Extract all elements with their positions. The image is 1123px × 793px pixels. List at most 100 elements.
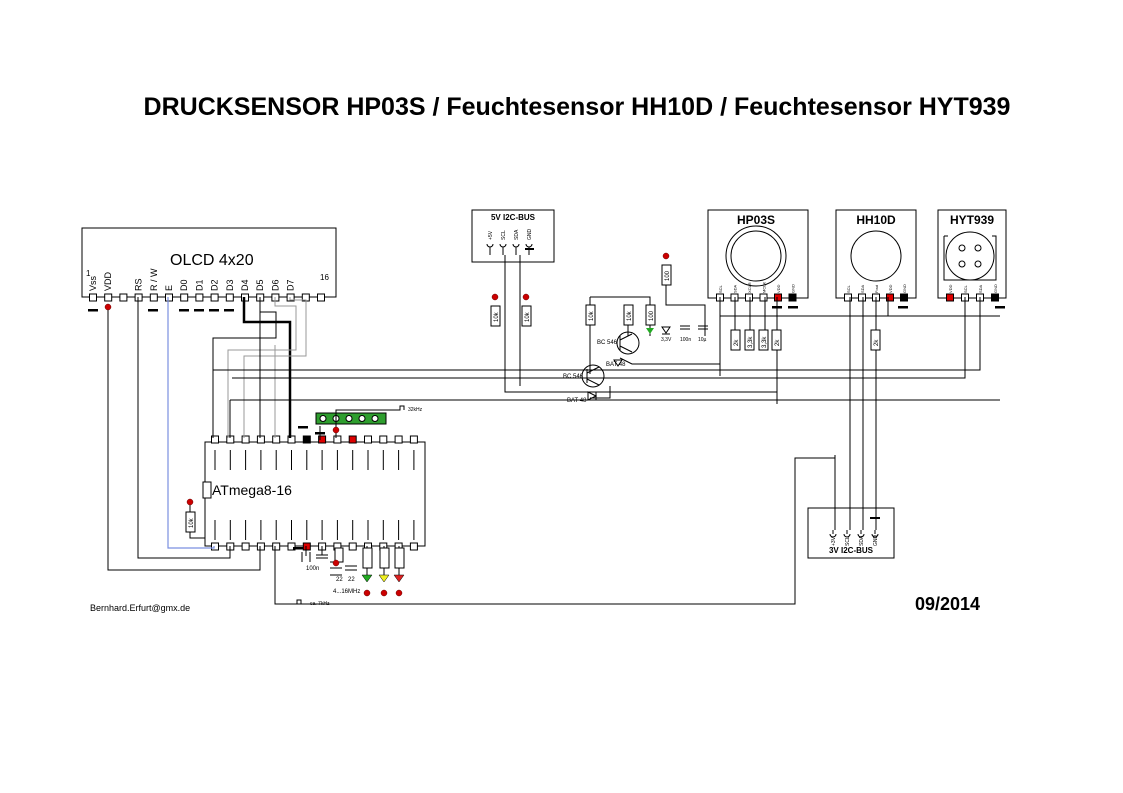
ground-marker <box>293 547 303 550</box>
mcu-pin-bottom <box>348 542 357 551</box>
mcu-pin-top <box>409 435 418 444</box>
mcu-pin-top <box>333 435 342 444</box>
cap-100n-mcu-label: 100n <box>306 566 319 572</box>
hp03s-title: HP03S <box>737 213 775 227</box>
hp03s-pin-label: MCLK <box>762 282 767 293</box>
hh10d-pin-label: SDA <box>860 284 865 293</box>
mcu-pin-bottom <box>409 542 418 551</box>
mcu-pin-bottom <box>287 542 296 551</box>
hh10d-pin-label: SCL <box>846 284 851 293</box>
diode-2-label: BAT 48 <box>567 398 587 404</box>
resistor-10k-mcu: 10k <box>189 517 195 528</box>
lcd-pin <box>317 293 325 302</box>
mcu-pin-bottom <box>302 542 311 551</box>
hp03s-pin <box>788 293 797 302</box>
resistor-2k-b: 2k <box>775 339 781 346</box>
lcd-pin <box>134 293 143 302</box>
hp03s-pin-label: XCLR <box>747 282 752 293</box>
hh10d-pin <box>886 293 894 302</box>
lcd-pin-label: D2 <box>210 279 220 291</box>
lcd-pin <box>89 293 97 302</box>
resistor-100: 100 <box>649 310 655 321</box>
lcd-pin <box>210 293 219 302</box>
mcu-pin-top <box>256 435 265 444</box>
hp03s-pin-label: GND <box>791 284 796 293</box>
ground-symbol <box>525 248 534 250</box>
hyt939-pin-label: SDA <box>978 284 983 293</box>
hp03s-pin <box>759 293 768 302</box>
vcc-marker <box>380 589 388 597</box>
bus3v-pin <box>857 530 865 538</box>
bus5v-pin-label: SDA <box>514 229 520 240</box>
ground-symbol <box>870 517 880 519</box>
bus5v-pin <box>512 243 520 255</box>
bus3v-pin-label: SCL <box>845 536 851 546</box>
bus5v-title: 5V I2C-BUS <box>491 213 536 222</box>
mcu-name: ATmega8-16 <box>212 482 292 498</box>
cap-22a-label: 22 <box>336 577 343 583</box>
hh10d-pin <box>900 293 908 302</box>
lcd-pin <box>104 293 113 302</box>
mcu-pin-top <box>364 435 372 444</box>
resistors: 10k 10k 10k 10k 100 100 2k 3,3k 3,3k 2k … <box>185 264 881 575</box>
ground-marker <box>179 309 189 312</box>
hp03s-pin <box>774 293 782 302</box>
cap-22b-label: 22 <box>348 577 355 583</box>
hh10d-pin-label: GND <box>902 284 907 293</box>
vcc-marker <box>332 426 340 434</box>
resistor-10k-c: 10k <box>589 310 595 321</box>
hp03s-pin-label: SDA <box>733 284 738 293</box>
hp03s-pin-label: SCL <box>718 284 723 293</box>
lcd-pin-label: D5 <box>255 279 265 291</box>
author-email: Bernhard.Erfurt@gmx.de <box>90 603 190 613</box>
mcu-pin-top <box>302 435 311 444</box>
resistor-10k-b: 10k <box>525 311 531 322</box>
vcc-marker <box>522 293 530 301</box>
lcd-pin <box>149 293 158 302</box>
resistor-10k-a: 10k <box>494 311 500 322</box>
diagram-title: DRUCKSENSOR HP03S / Feuchtesensor HH10D … <box>144 93 1011 121</box>
bus3v-pin <box>829 530 837 538</box>
vcc-marker <box>332 559 340 567</box>
hh10d-pin-label: Fout <box>874 284 879 293</box>
atmega8-mcu: ATmega8-16 <box>202 435 426 551</box>
mcu-pin-top <box>211 435 219 444</box>
ground-marker <box>315 432 325 435</box>
bus5v-pin-label: SCL <box>501 230 507 240</box>
bus3v-pin-label: +3V <box>831 536 837 546</box>
ground-marker <box>995 306 1005 309</box>
capacitors: 3,3V 100n 10µ 100n 22 22 4...16MHz <box>301 325 708 595</box>
mcu-pin-top <box>318 435 327 444</box>
lcd-pin-label: D4 <box>240 279 250 291</box>
ground-marker <box>898 306 908 309</box>
clock-32khz-label: 32kHz <box>408 407 423 413</box>
hyt939-pin <box>946 293 954 302</box>
ground-marker <box>298 426 308 429</box>
transistor-2-label: BC 546 <box>563 374 584 380</box>
vcc-marker <box>662 252 670 260</box>
crystal-label: 4...16MHz <box>333 589 360 595</box>
lcd-pin-label: D6 <box>270 279 280 291</box>
diode-1-label: BAT 48 <box>606 362 626 368</box>
resistor-3k3-b: 3,3k <box>762 336 768 348</box>
cap-10u-label: 10µ <box>698 337 707 343</box>
resistor-2k-a: 2k <box>734 339 740 346</box>
mcu-pin-top <box>241 435 250 444</box>
zener-label: 3,3V <box>661 337 672 343</box>
hh10d-pin-label: VDD <box>888 284 893 293</box>
cap-100n-label: 100n <box>680 337 691 343</box>
bus5v-pin-label: +5V <box>488 230 494 240</box>
mcu-pin-top <box>394 435 403 444</box>
transistor-1-label: BC 546 <box>597 340 618 346</box>
lcd-pin <box>180 293 189 302</box>
resistor-100b: 100 <box>665 270 671 281</box>
lcd-pin-label: D1 <box>194 279 204 291</box>
mcu-pin-bottom <box>272 542 281 551</box>
